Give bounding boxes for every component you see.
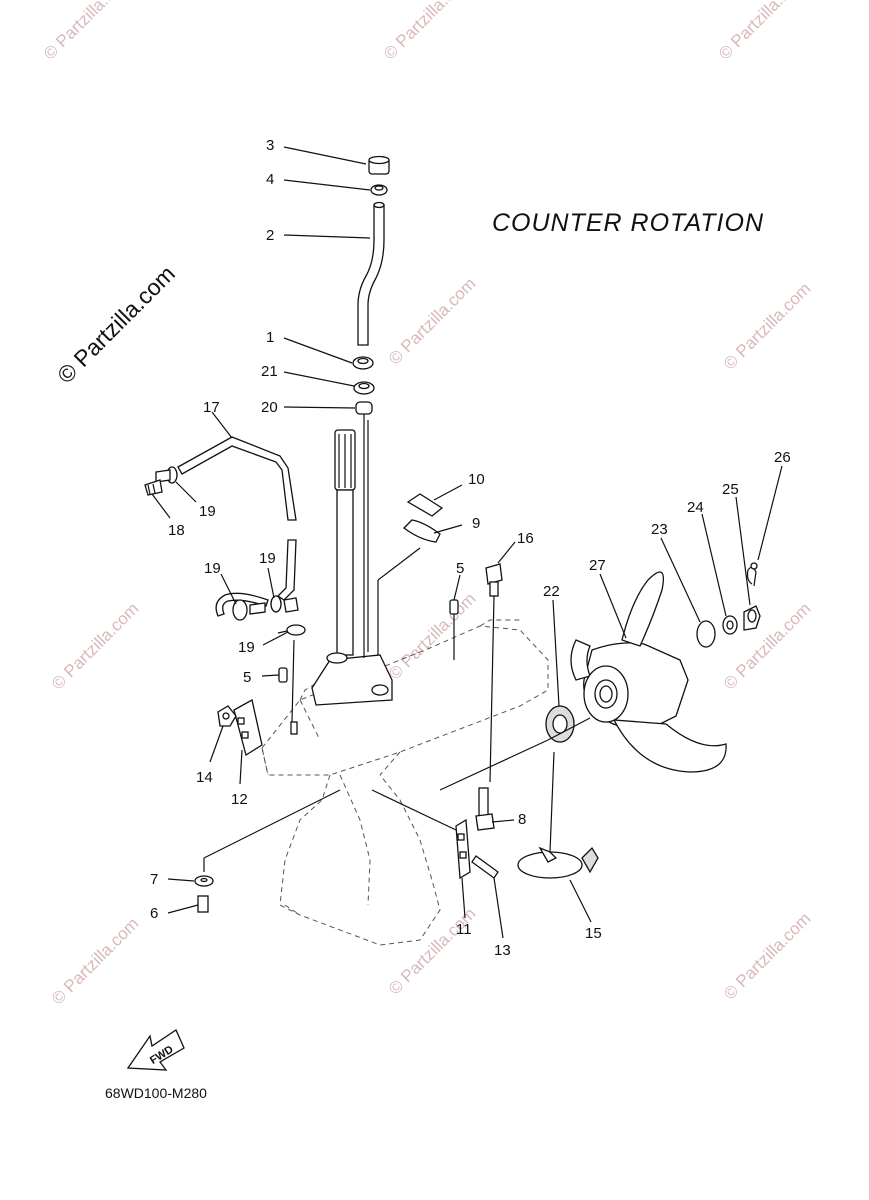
callout-17: 17	[203, 399, 220, 416]
callout-12: 12	[231, 791, 248, 808]
callout-3: 3	[266, 137, 274, 154]
propeller	[547, 571, 727, 773]
callout-16: 16	[517, 530, 534, 547]
callout-11: 11	[456, 921, 472, 938]
callout-20: 20	[261, 399, 278, 416]
callout-27: 27	[589, 557, 606, 574]
diagram-title: COUNTER ROTATION	[492, 209, 765, 237]
callout-6: 6	[150, 905, 158, 922]
callout-25: 25	[722, 481, 739, 498]
callout-4: 4	[266, 171, 274, 188]
callout-18: 18	[168, 522, 185, 539]
callout-5b: 5	[243, 669, 251, 686]
callout-7: 7	[150, 871, 158, 888]
callout-19c: 19	[204, 560, 221, 577]
callout-15: 15	[585, 925, 602, 942]
callout-2: 2	[266, 227, 274, 244]
water-tube-assembly	[352, 155, 390, 658]
diagram-code: 68WD100-M280	[105, 1085, 207, 1101]
callout-14: 14	[196, 769, 213, 786]
callout-8: 8	[518, 811, 526, 828]
callout-19b: 19	[259, 550, 276, 567]
callout-9: 9	[472, 515, 480, 532]
callout-19d: 19	[238, 639, 255, 656]
callout-22: 22	[543, 583, 560, 600]
callout-5a: 5	[456, 560, 464, 577]
callout-1: 1	[266, 329, 274, 346]
small-parts	[194, 493, 761, 913]
fwd-arrow-icon: FWD	[126, 1029, 185, 1071]
callout-19a: 19	[199, 503, 216, 520]
callout-13: 13	[494, 942, 511, 959]
callout-21: 21	[261, 363, 278, 380]
leader-lines	[151, 146, 783, 939]
drive-shaft	[311, 429, 393, 706]
callout-24: 24	[687, 499, 704, 516]
callout-labels: 3 4 2 1 21 20 17 19 18 19 19 19 10 9 16 …	[150, 137, 791, 959]
lower-casing	[261, 619, 549, 946]
callout-10: 10	[468, 471, 485, 488]
callout-23: 23	[651, 521, 668, 538]
callout-26: 26	[774, 449, 791, 466]
hose-assembly	[144, 436, 306, 735]
